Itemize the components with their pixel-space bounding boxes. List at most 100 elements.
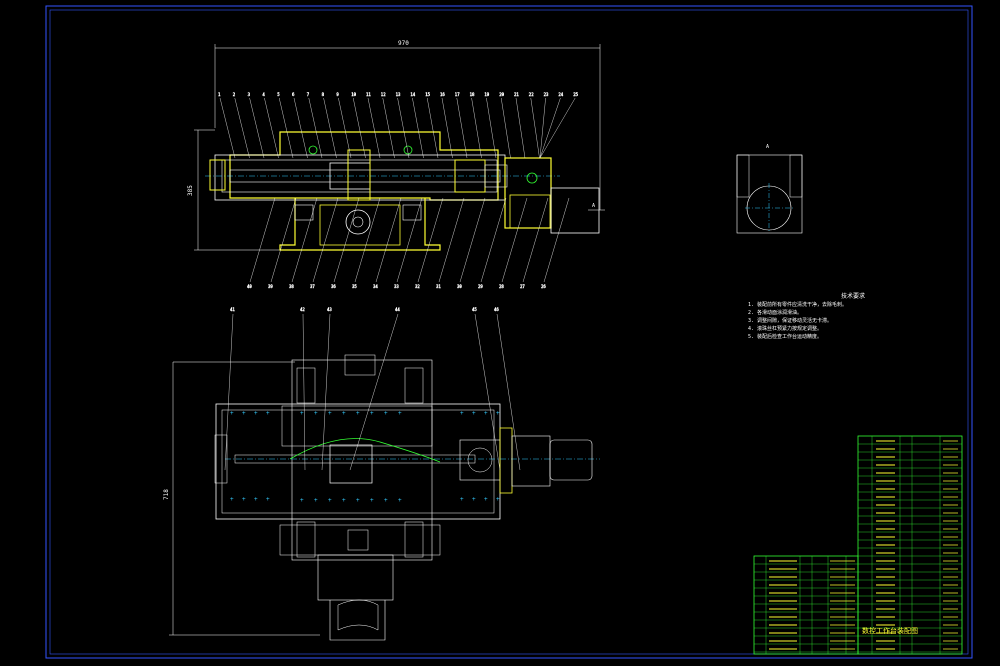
technical-note-1: 1. 装配前所有零件应清洗干净，去除毛刺。 [748, 302, 848, 308]
view-a-label: A [766, 144, 769, 150]
leader-label-top: 8 [322, 92, 325, 97]
leader-label-bottom: 28 [499, 284, 504, 289]
bolt-mark: + [266, 410, 270, 417]
leader-label-top: 17 [455, 92, 460, 97]
bolt-mark: + [460, 496, 464, 503]
leader-label-bottom: 29 [478, 284, 483, 289]
leader-label-top: 7 [307, 92, 310, 97]
bolt-mark: + [472, 410, 476, 417]
leader-label-top: 25 [573, 92, 578, 97]
bolt-mark: + [342, 410, 346, 417]
bolt-mark: + [460, 410, 464, 417]
bolt-mark: + [484, 410, 488, 417]
technical-note-5: 5. 装配后检查工作台运动精度。 [748, 334, 823, 340]
bolt-mark: + [230, 410, 234, 417]
leader-label-plan: 44 [395, 307, 400, 312]
bolt-mark: + [266, 496, 270, 503]
bolt-mark: + [496, 410, 500, 417]
leader-label-top: 22 [529, 92, 534, 97]
bolt-mark: + [242, 496, 246, 503]
leader-label-bottom: 26 [541, 284, 546, 289]
leader-label-bottom: 40 [247, 284, 252, 289]
bolt-mark: + [314, 497, 318, 504]
bolt-mark: + [384, 410, 388, 417]
leader-label-top: 5 [277, 92, 280, 97]
bolt-mark: + [484, 496, 488, 503]
leader-lines-plan: 41 42 43 44 45 46 [224, 307, 521, 471]
technical-note-3: 3. 调整间隙，保证移动灵活无卡滞。 [748, 318, 833, 324]
plan-view: 718 [163, 354, 600, 641]
leader-label-top: 9 [336, 92, 339, 97]
bolt-mark: + [242, 410, 246, 417]
bolt-mark: + [370, 497, 374, 504]
leader-label-top: 3 [248, 92, 251, 97]
leader-label-top: 15 [425, 92, 430, 97]
leader-label-top: 19 [484, 92, 489, 97]
leader-label-bottom: 39 [268, 284, 273, 289]
bolt-mark: + [398, 410, 402, 417]
dim-970: 970 [398, 40, 409, 47]
arrow-a-label: A [592, 203, 595, 209]
bolt-mark: + [356, 497, 360, 504]
bolt-mark: + [398, 497, 402, 504]
leader-label-bottom: 35 [352, 284, 357, 289]
leader-label-bottom: 30 [457, 284, 462, 289]
bolt-mark: + [300, 410, 304, 417]
leader-label-top: 11 [366, 92, 371, 97]
leader-label-top: 13 [396, 92, 401, 97]
leader-label-top: 2 [233, 92, 236, 97]
leader-label-top: 12 [381, 92, 386, 97]
bolt-mark: + [356, 410, 360, 417]
bom-table [754, 436, 962, 654]
leader-label-top: 21 [514, 92, 519, 97]
leader-label-bottom: 27 [520, 284, 525, 289]
leader-lines-bottom: 40 39 38 37 36 35 34 33 32 31 30 29 28 27 26 [247, 197, 570, 289]
leader-label-bottom: 31 [436, 284, 441, 289]
bolt-mark: + [300, 497, 304, 504]
leader-label-bottom: 34 [373, 284, 378, 289]
leader-label-top: 24 [558, 92, 563, 97]
leader-label-top: 6 [292, 92, 295, 97]
bolt-mark: + [472, 496, 476, 503]
leader-label-bottom: 33 [394, 284, 399, 289]
bolt-mark: + [328, 497, 332, 504]
technical-note-4: 4. 滚珠丝杠预紧力按规定调整。 [748, 326, 823, 332]
bolt-mark: + [254, 410, 258, 417]
technical-notes-title: 技术要求 [840, 293, 865, 300]
technical-note-2: 2. 各滑动面涂润滑油。 [748, 310, 803, 316]
plan-view-bolt-marks: ++++++++++++++++++++++++++++++++ [230, 410, 500, 504]
leader-label-bottom: 36 [331, 284, 336, 289]
drawing-title: 数控工作台装配图 [862, 627, 918, 635]
leader-label-top: 4 [262, 92, 265, 97]
bolt-mark: + [384, 497, 388, 504]
leader-label-top: 14 [410, 92, 415, 97]
leader-label-plan: 46 [494, 307, 499, 312]
outer-frame [45, 5, 973, 659]
bolt-mark: + [342, 497, 346, 504]
bolt-mark: + [314, 410, 318, 417]
leader-label-plan: 42 [300, 307, 305, 312]
leader-label-top: 18 [470, 92, 475, 97]
leader-label-top: 1 [218, 92, 221, 97]
leader-label-top: 20 [499, 92, 504, 97]
title-block [753, 435, 963, 655]
leader-label-plan: 43 [327, 307, 332, 312]
dim-385: 385 [187, 185, 194, 196]
inner-frame [49, 9, 969, 655]
leader-label-bottom: 37 [310, 284, 315, 289]
leader-label-bottom: 38 [289, 284, 294, 289]
bolt-mark: + [370, 410, 374, 417]
leader-label-top: 16 [440, 92, 445, 97]
leader-label-bottom: 32 [415, 284, 420, 289]
dim-718: 718 [163, 489, 170, 500]
leader-label-top: 10 [351, 92, 356, 97]
leader-label-plan: 45 [472, 307, 477, 312]
bolt-mark: + [254, 496, 258, 503]
view-a: A [736, 144, 803, 234]
leader-label-plan: 41 [230, 307, 235, 312]
section-view: 970 385 A [187, 40, 605, 251]
bolt-mark: + [328, 410, 332, 417]
bolt-mark: + [496, 496, 500, 503]
